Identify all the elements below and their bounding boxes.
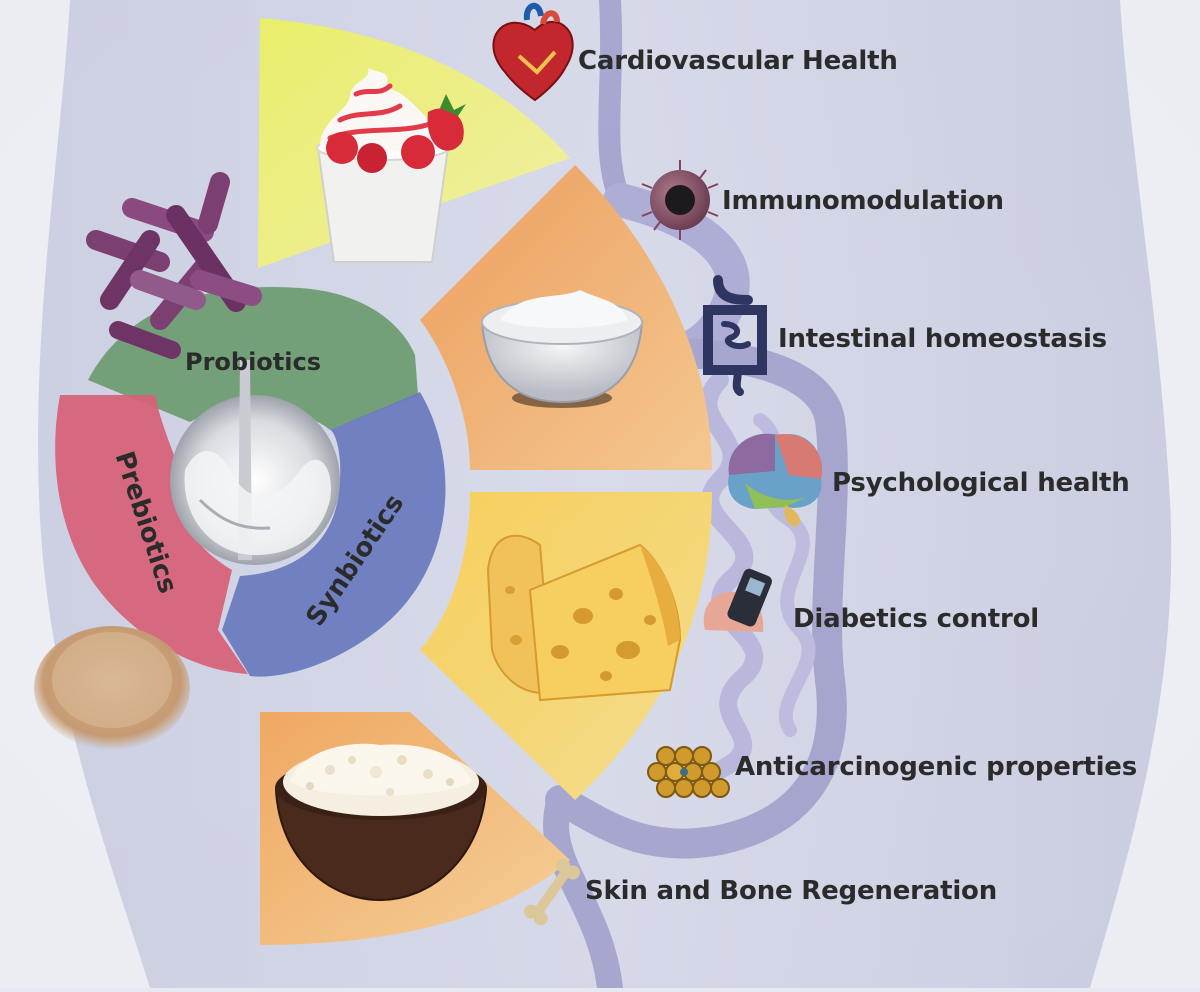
cheese-image	[486, 534, 682, 702]
prebiotics-segment	[55, 395, 249, 674]
cell-cluster-icon	[647, 746, 730, 798]
probiotics-label: Probiotics	[185, 348, 321, 376]
prebiotic-powder-image	[34, 626, 190, 750]
benefit-cardiovascular-health: Cardiovascular Health	[578, 46, 898, 76]
glucometer-icon	[703, 568, 772, 632]
benefit-skin-bone-regeneration: Skin and Bone Regeneration	[585, 876, 998, 906]
benefit-diabetics-control: Diabetics control	[793, 604, 1039, 634]
yogurt-image	[480, 290, 644, 408]
intestine-icon	[703, 275, 767, 396]
benefit-psychological-health: Psychological health	[832, 468, 1130, 498]
bone-icon	[524, 858, 580, 926]
bacteria-image	[86, 172, 262, 359]
heart-icon	[492, 3, 574, 102]
benefit-anticarcinogenic-properties: Anticarcinogenic properties	[735, 752, 1137, 782]
immune-cell-icon	[641, 160, 719, 240]
cottage-cheese-image	[274, 743, 488, 902]
synbiotics-segment	[222, 392, 446, 677]
brain-icon	[728, 433, 822, 527]
benefit-intestinal-homeostasis: Intestinal homeostasis	[778, 324, 1107, 354]
benefit-immunomodulation: Immunomodulation	[722, 186, 1004, 216]
frozen-yogurt-image	[316, 68, 466, 263]
